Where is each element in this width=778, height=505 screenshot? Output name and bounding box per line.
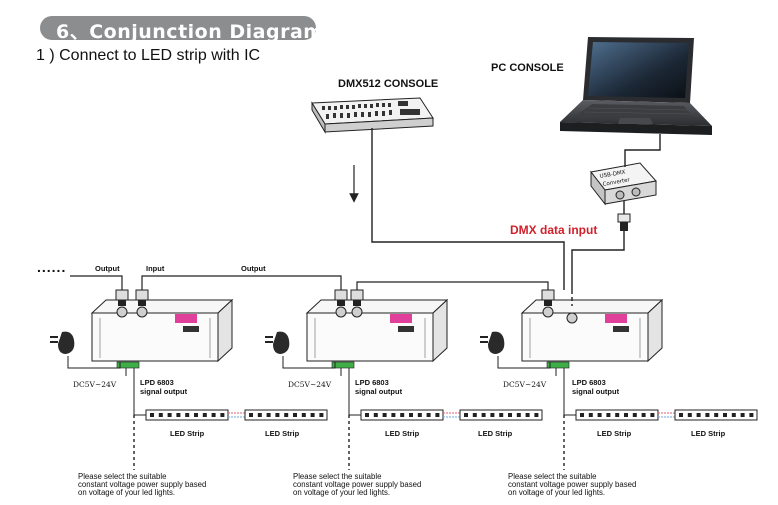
- led-strip-b: [244, 409, 328, 421]
- xlr-plug: [135, 289, 149, 301]
- signal-output-label-3: signal output: [572, 387, 620, 396]
- xlr-plug-dmx-input: [617, 213, 631, 231]
- input-label: Input: [146, 264, 165, 273]
- dmx-input-label: DMX data input: [510, 223, 598, 237]
- dmx512-console-device: [311, 97, 434, 134]
- continuation-dots: ......: [37, 259, 67, 275]
- decoder-unit-3: [480, 289, 758, 470]
- subtitle: 1 ) Connect to LED strip with IC: [36, 47, 261, 64]
- signal-output-label-1: signal output: [140, 387, 188, 396]
- output-label-left: Output: [95, 264, 120, 273]
- decoder-display: [605, 314, 627, 323]
- xlr-socket: [335, 306, 347, 318]
- note-1-line3: on voltage of your led lights.: [78, 488, 176, 497]
- led-strip-label-2b: LED Strip: [478, 429, 513, 438]
- xlr-plug: [541, 289, 555, 301]
- power-label-1: DC5V~24V: [73, 380, 117, 389]
- xlr-socket: [351, 306, 363, 318]
- decoder-unit-2: [265, 289, 543, 470]
- section-title: 6、Conjunction Diagram: [56, 21, 324, 43]
- dip-switch: [613, 326, 629, 332]
- decoder-housing: [306, 312, 434, 362]
- xlr-plug: [350, 289, 364, 301]
- decoder-units: [50, 289, 758, 470]
- xlr-socket: [136, 306, 148, 318]
- led-strip-b: [674, 409, 758, 421]
- section-header-pill: [40, 16, 316, 40]
- decoder-display: [175, 314, 197, 323]
- note-2-line3: on voltage of your led lights.: [293, 488, 391, 497]
- dip-switch: [183, 326, 199, 332]
- led-strip-label-2a: LED Strip: [385, 429, 420, 438]
- terminal-block: [116, 361, 140, 369]
- signal-type-label-1: LPD 6803: [140, 378, 174, 387]
- signal-type-label-2: LPD 6803: [355, 378, 389, 387]
- decoder-unit-1: [50, 289, 328, 470]
- usb-dmx-converter-device: USB-DMX Converter: [590, 162, 657, 206]
- power-adapter-icon: [58, 331, 75, 354]
- led-strip-a: [360, 409, 444, 421]
- led-strip-label-1a: LED Strip: [170, 429, 205, 438]
- led-strip-label-3a: LED Strip: [597, 429, 632, 438]
- output-label-mid: Output: [241, 264, 266, 273]
- xlr-socket: [116, 306, 128, 318]
- power-label-3: DC5V~24V: [503, 380, 547, 389]
- laptop-pc-icon: [560, 37, 712, 135]
- terminal-block: [331, 361, 355, 369]
- note-2-line1: Please select the suitable: [293, 472, 382, 481]
- usb-cable: [624, 134, 661, 167]
- decoder-display: [390, 314, 412, 323]
- xlr-plug: [334, 289, 348, 301]
- note-1-line2: constant voltage power supply based: [78, 480, 207, 489]
- xlr-plug: [115, 289, 129, 301]
- power-adapter-icon: [273, 331, 290, 354]
- signal-type-label-3: LPD 6803: [572, 378, 606, 387]
- dip-switch: [398, 326, 414, 332]
- led-strip-label-3b: LED Strip: [691, 429, 726, 438]
- xlr-socket: [542, 306, 554, 318]
- decoder-housing: [91, 312, 219, 362]
- note-1-line1: Please select the suitable: [78, 472, 167, 481]
- note-3-line2: constant voltage power supply based: [508, 480, 637, 489]
- led-strip-a: [575, 409, 659, 421]
- note-2-line2: constant voltage power supply based: [293, 480, 422, 489]
- led-strip-a: [145, 409, 229, 421]
- note-3-line1: Please select the suitable: [508, 472, 597, 481]
- signal-output-label-2: signal output: [355, 387, 403, 396]
- led-strip-label-1b: LED Strip: [265, 429, 300, 438]
- power-label-2: DC5V~24V: [288, 380, 332, 389]
- note-3-line3: on voltage of your led lights.: [508, 488, 606, 497]
- xlr-socket: [566, 312, 578, 324]
- svg-text:Converter: Converter: [602, 177, 631, 188]
- svg-text:USB-DMX: USB-DMX: [599, 170, 626, 180]
- decoder-housing: [521, 312, 649, 362]
- power-adapter-icon: [488, 331, 505, 354]
- pc-console-label: PC CONSOLE: [491, 62, 564, 74]
- dmx-console-label: DMX512 CONSOLE: [338, 78, 439, 90]
- led-strip-b: [459, 409, 543, 421]
- daisy-chain-cable: [70, 275, 549, 290]
- terminal-block: [546, 361, 570, 369]
- dmx-signal-cable: [371, 128, 625, 290]
